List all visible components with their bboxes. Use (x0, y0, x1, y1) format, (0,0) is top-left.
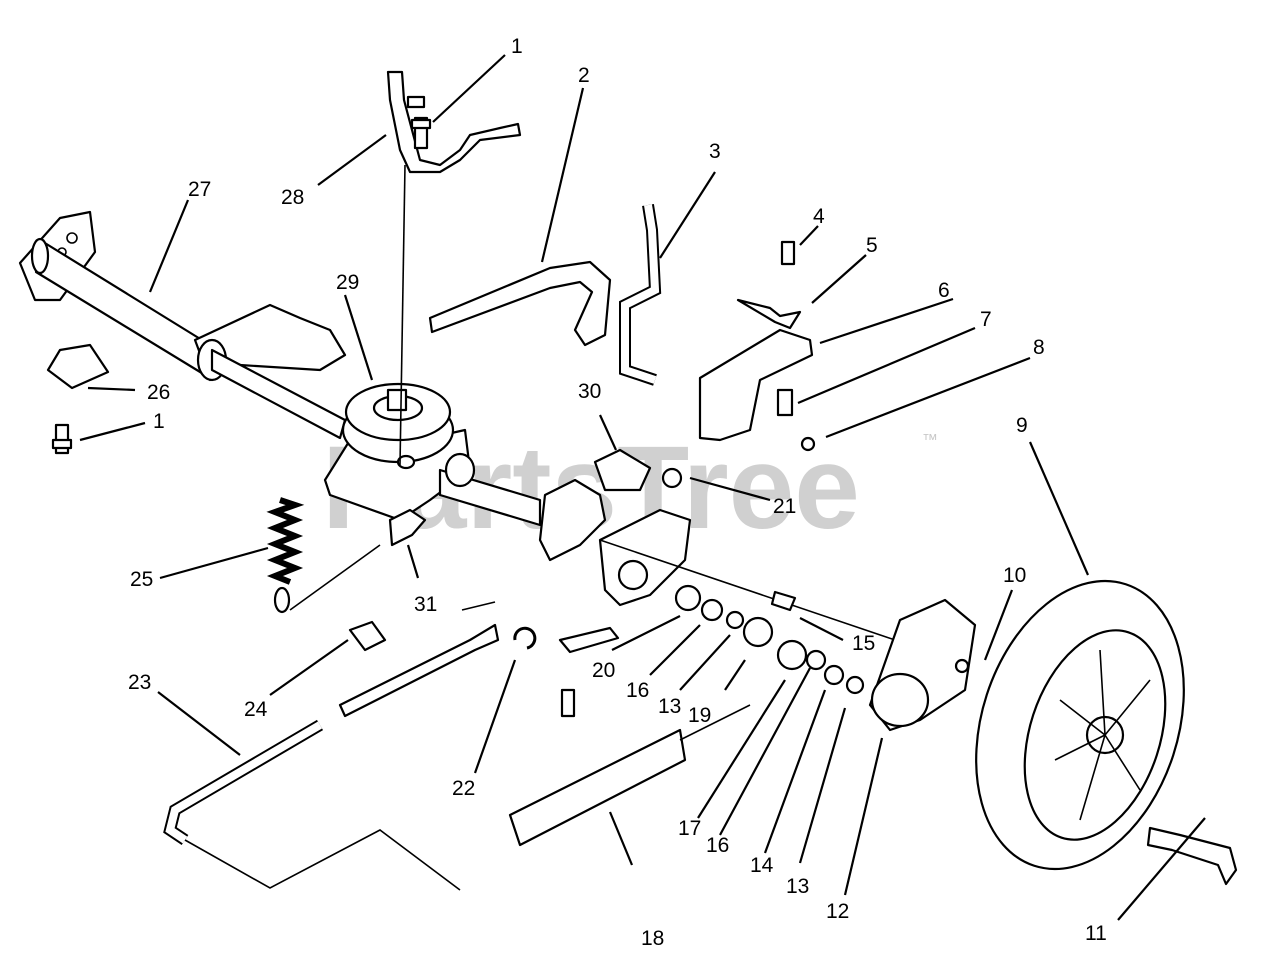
part-13-clip-b[interactable] (845, 675, 865, 695)
callout-28: 28 (281, 186, 304, 209)
part-9-wheel[interactable] (941, 554, 1219, 896)
part-13-clip-a[interactable] (725, 610, 745, 630)
callout-16b: 16 (706, 834, 729, 857)
callout-30: 30 (578, 380, 601, 403)
part-20-ring[interactable] (674, 584, 702, 612)
part-shift-link[interactable] (558, 626, 620, 654)
callout-22: 22 (452, 777, 475, 800)
callout-9: 9 (1016, 414, 1028, 437)
part-8-nut[interactable] (800, 436, 816, 452)
callout-1b: 1 (153, 410, 165, 433)
part-12-cover[interactable] (868, 598, 977, 732)
callout-labels: 1 2 3 4 5 6 7 8 9 10 11 12 13 14 16 17 1… (128, 35, 1107, 950)
callout-12: 12 (826, 900, 849, 923)
part-26-bracket[interactable] (46, 343, 110, 390)
callout-8: 8 (1033, 336, 1045, 359)
part-11-bolt[interactable] (1146, 826, 1238, 886)
callout-5: 5 (866, 234, 878, 257)
part-30-housing[interactable] (538, 448, 896, 641)
part-5-clip[interactable] (736, 298, 802, 330)
callout-13b: 13 (786, 875, 809, 898)
part-14-bushing[interactable] (823, 664, 845, 686)
callout-18: 18 (641, 927, 664, 950)
callout-31: 31 (414, 593, 437, 616)
part-17-pinion[interactable] (776, 639, 808, 671)
callout-29: 29 (336, 271, 359, 294)
callout-15: 15 (852, 632, 875, 655)
callout-1: 1 (511, 35, 523, 58)
part-21-nut[interactable] (661, 467, 683, 489)
watermark-tm: ™ (922, 432, 938, 449)
callout-16: 16 (626, 679, 649, 702)
part-27-axle[interactable] (18, 210, 347, 440)
part-16-washer-a[interactable] (700, 598, 724, 622)
callout-7: 7 (980, 308, 992, 331)
part-22-clip[interactable] (513, 626, 537, 650)
part-1-bolt-top[interactable] (410, 116, 432, 150)
part-bolt-lower[interactable] (560, 688, 576, 718)
part-16-washer-b[interactable] (805, 649, 827, 671)
part-18-spring[interactable] (508, 704, 751, 847)
leader-lines (79, 54, 1206, 921)
part-7-bolt[interactable] (776, 388, 794, 417)
part-6-bracket[interactable] (698, 328, 814, 442)
part-4-screw[interactable] (780, 240, 796, 266)
part-2-belt-guide[interactable] (428, 260, 612, 347)
callout-20: 20 (592, 659, 615, 682)
callout-10: 10 (1003, 564, 1026, 587)
part-19-gear[interactable] (742, 616, 774, 648)
callout-13: 13 (658, 695, 681, 718)
callout-14: 14 (750, 854, 774, 877)
callout-21: 21 (773, 495, 796, 518)
callout-3: 3 (709, 140, 721, 163)
part-15-key[interactable] (770, 590, 797, 612)
part-lever-arm[interactable] (338, 623, 500, 718)
callout-25: 25 (130, 568, 153, 591)
callout-4: 4 (813, 205, 825, 228)
callout-11: 11 (1085, 922, 1107, 945)
callout-27: 27 (188, 178, 211, 201)
callout-2: 2 (578, 64, 590, 87)
callout-23: 23 (128, 671, 151, 694)
part-25-spring[interactable] (266, 497, 381, 614)
callout-24: 24 (244, 698, 268, 721)
callout-26: 26 (147, 381, 170, 404)
callout-17: 17 (678, 817, 701, 840)
callout-6: 6 (938, 279, 950, 302)
part-1-bolt-left[interactable] (51, 423, 73, 455)
part-24-lever[interactable] (348, 620, 387, 652)
part-29-gearbox[interactable] (323, 382, 542, 547)
callout-19: 19 (688, 704, 711, 727)
